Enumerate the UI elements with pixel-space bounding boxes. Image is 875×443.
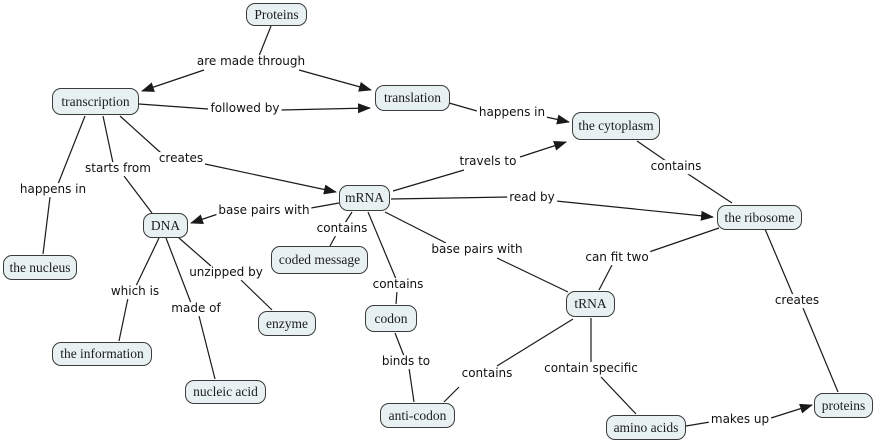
- node-codon[interactable]: codon: [365, 305, 417, 332]
- link-label[interactable]: can fit two: [583, 250, 651, 265]
- link-line: [448, 102, 478, 112]
- link-line: [496, 257, 569, 293]
- link-line: [802, 307, 839, 393]
- link-line: [280, 103, 371, 114]
- node-coded-message[interactable]: coded message: [271, 246, 368, 274]
- link-label[interactable]: are made through: [194, 54, 308, 69]
- link-line: [648, 227, 720, 253]
- link-label[interactable]: contains: [648, 159, 704, 174]
- link-line: [367, 211, 397, 280]
- link-label[interactable]: contains: [314, 221, 370, 236]
- link-label[interactable]: travels to: [457, 154, 519, 169]
- link-line: [392, 169, 465, 192]
- node-the-nucleus[interactable]: the nucleus: [3, 255, 77, 280]
- node-the-ribosome[interactable]: the ribosome: [717, 205, 802, 230]
- link-label[interactable]: followed by: [208, 101, 282, 116]
- link-line: [138, 103, 209, 110]
- link-line: [178, 237, 212, 267]
- link-label[interactable]: happens in: [17, 182, 89, 197]
- link-label[interactable]: base pairs with: [429, 242, 525, 257]
- node-enzyme[interactable]: enzyme: [258, 311, 316, 336]
- link-line: [123, 175, 153, 214]
- link-line: [329, 234, 337, 247]
- link-line: [394, 332, 405, 357]
- node-proteins[interactable]: proteins: [814, 393, 873, 418]
- link-label[interactable]: unzipped by: [187, 265, 265, 280]
- link-line: [545, 114, 570, 125]
- link-line: [119, 115, 162, 154]
- link-line: [204, 163, 337, 195]
- node-dna[interactable]: DNA: [143, 213, 188, 238]
- node-nucleic-acid[interactable]: nucleic acid: [185, 380, 266, 404]
- link-line: [135, 237, 160, 287]
- link-label[interactable]: contain specific: [542, 361, 640, 376]
- node-amino-acids[interactable]: amino acids: [606, 415, 686, 440]
- link-label[interactable]: contains: [459, 366, 515, 381]
- link-line: [118, 297, 129, 342]
- link-line: [57, 115, 86, 185]
- link-line: [240, 279, 273, 311]
- link-line: [685, 421, 711, 427]
- link-line: [42, 196, 51, 255]
- link-label[interactable]: base pairs with: [216, 203, 312, 218]
- link-line: [395, 290, 398, 305]
- link-line: [496, 318, 574, 367]
- node-anti-codon[interactable]: anti-codon: [380, 403, 455, 428]
- node-trna[interactable]: tRNA: [566, 291, 615, 317]
- link-label[interactable]: makes up: [708, 412, 772, 427]
- link-line: [298, 69, 372, 92]
- link-line: [310, 202, 340, 209]
- link-label[interactable]: which is: [108, 284, 162, 299]
- link-line: [770, 403, 813, 419]
- link-label[interactable]: happens in: [476, 105, 548, 120]
- link-line: [190, 213, 219, 224]
- node-proteins-top[interactable]: Proteins: [246, 3, 307, 26]
- link-line: [598, 264, 613, 291]
- link-label[interactable]: binds to: [379, 354, 433, 369]
- link-line: [198, 315, 216, 380]
- link-line: [258, 25, 272, 57]
- link-line: [344, 211, 353, 224]
- node-the-information[interactable]: the information: [52, 342, 152, 366]
- link-label[interactable]: starts from: [83, 161, 153, 176]
- link-line: [390, 196, 510, 200]
- node-mrna[interactable]: mRNA: [339, 185, 390, 211]
- node-transcription[interactable]: transcription: [52, 88, 139, 115]
- link-label[interactable]: contains: [370, 277, 426, 292]
- link-line: [165, 237, 192, 304]
- link-label[interactable]: read by: [507, 190, 557, 205]
- link-line: [408, 367, 415, 403]
- link-line: [764, 228, 794, 296]
- link-line: [555, 200, 714, 221]
- link-label[interactable]: made of: [169, 301, 223, 316]
- link-line: [636, 140, 667, 162]
- link-line: [141, 69, 205, 92]
- link-line: [519, 140, 567, 158]
- node-translation[interactable]: translation: [375, 85, 450, 111]
- node-the-cytoplasm[interactable]: the cytoplasm: [572, 112, 660, 140]
- link-line: [687, 173, 733, 204]
- link-line: [600, 376, 637, 415]
- link-label[interactable]: creates: [156, 151, 206, 166]
- link-line: [102, 115, 114, 164]
- link-label[interactable]: creates: [772, 293, 822, 308]
- link-line: [443, 386, 460, 403]
- link-line: [384, 211, 447, 244]
